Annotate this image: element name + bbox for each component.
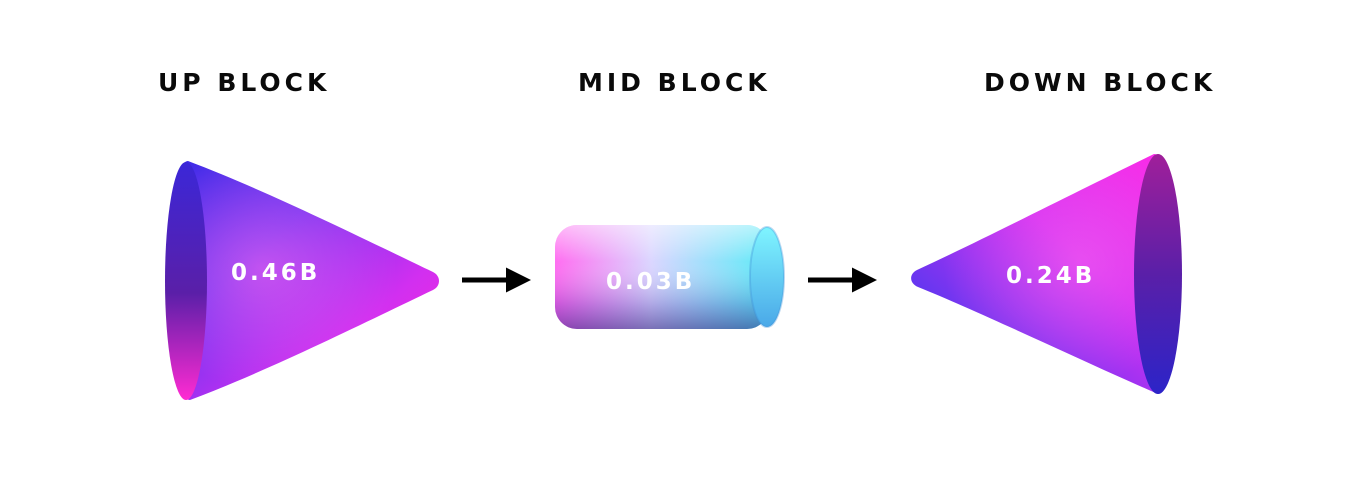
down-block-cone: 0.24B (911, 154, 1182, 394)
up-block-cone: 0.46B (165, 161, 439, 400)
up-block-title: UP BLOCK (158, 68, 331, 97)
mid-block-value: 0.03B (606, 269, 695, 295)
mid-block-title: MID BLOCK (578, 68, 771, 97)
down-block-value: 0.24B (1006, 263, 1095, 289)
down-block-title: DOWN BLOCK (984, 68, 1217, 97)
mid-block-cylinder: 0.03B (555, 225, 785, 329)
up-block-value: 0.46B (231, 260, 320, 286)
